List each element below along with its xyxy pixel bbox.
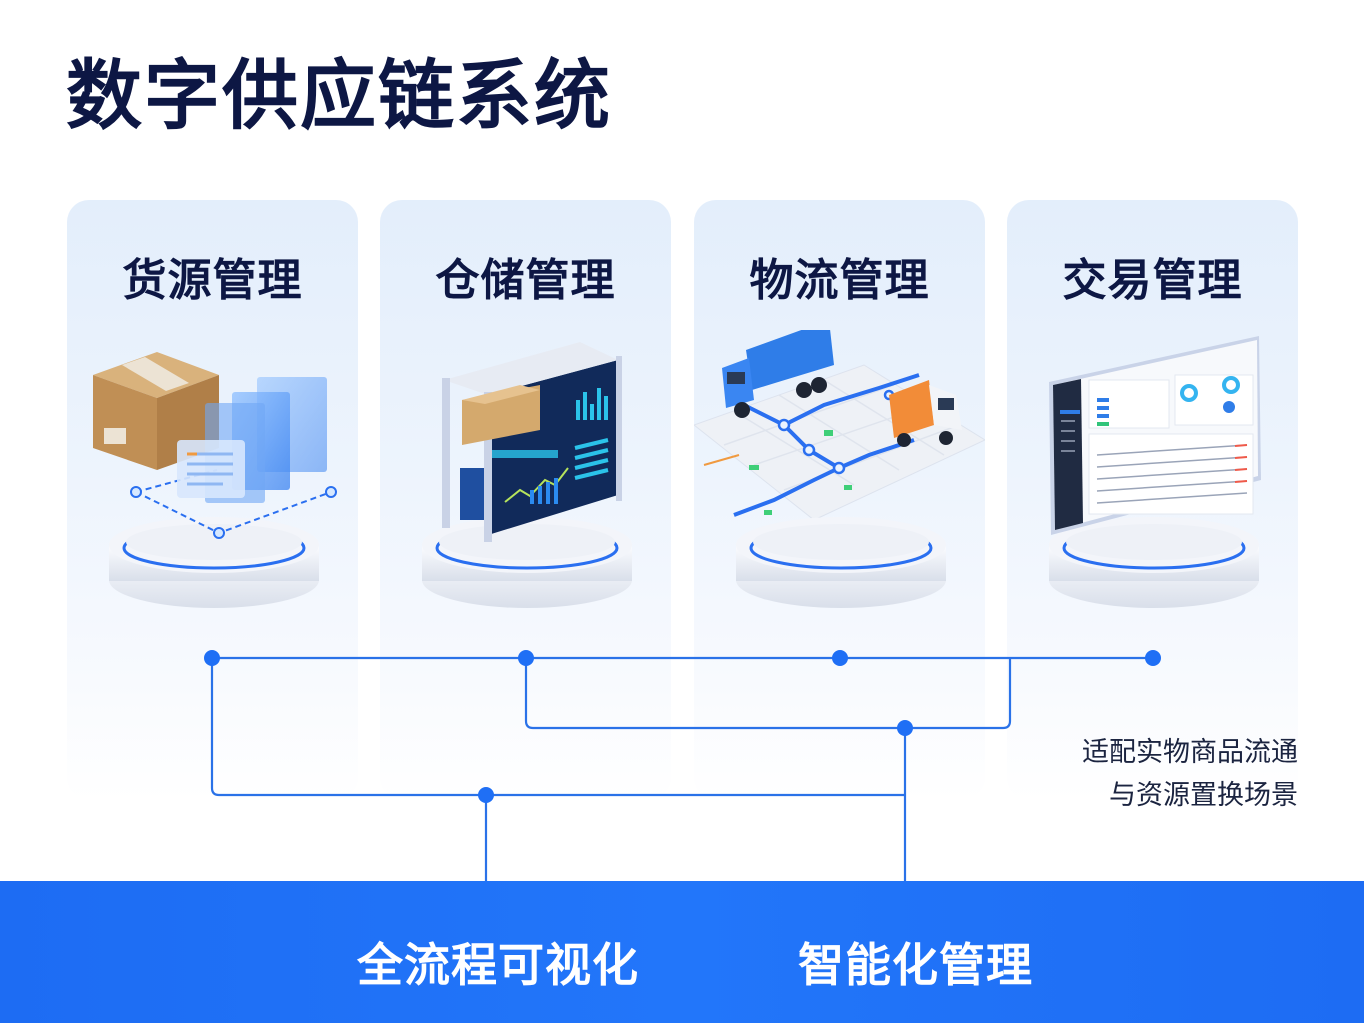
page-title: 数字供应链系统: [66, 51, 612, 140]
feature-bar: 全流程可视化 智能化管理: [0, 881, 1364, 1023]
scenario-note-line2: 与资源置换场景: [1109, 780, 1298, 811]
trucks-route-map-icon: [694, 330, 985, 608]
warehouse-shelf-dashboard-icon: [422, 342, 632, 608]
module-title: 物流管理: [749, 255, 930, 306]
module-title: 交易管理: [1062, 255, 1243, 306]
feature-intelligence-label: 智能化管理: [798, 938, 1033, 992]
cargo-box-data-panels-icon: [93, 352, 337, 608]
scenario-note-line1: 适配实物商品流通: [1082, 737, 1298, 768]
module-card-logistics[interactable]: 物流管理: [694, 200, 985, 800]
module-title: 货源管理: [122, 255, 303, 306]
trade-dashboard-screen-icon: [1049, 336, 1261, 608]
module-card-cargo[interactable]: 货源管理: [67, 200, 358, 800]
feature-visibility-label: 全流程可视化: [357, 938, 639, 992]
module-title: 仓储管理: [435, 255, 616, 306]
scenario-note: 适配实物商品流通 与资源置换场景: [1082, 731, 1298, 817]
module-card-trade[interactable]: 交易管理: [1007, 200, 1298, 800]
module-card-warehouse[interactable]: 仓储管理: [380, 200, 671, 800]
